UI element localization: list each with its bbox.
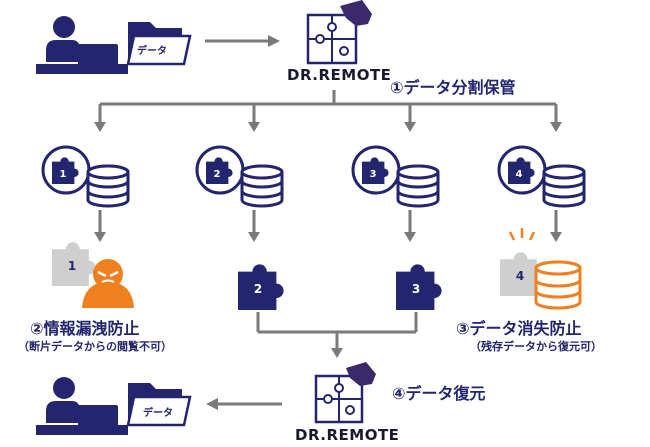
- fragment-number-4: 4: [516, 169, 523, 180]
- fragment-number-3b: 3: [412, 282, 420, 296]
- folder-icon-bottom: データ: [126, 383, 192, 427]
- storage-node-4: 4: [497, 145, 586, 208]
- storage-node-1: 1: [41, 145, 130, 208]
- brand-logo-text-bottom: DR.REMOTE: [295, 426, 400, 444]
- split-arrowheads: [94, 122, 562, 132]
- fragment-number-2: 2: [214, 169, 221, 180]
- folder-icon: データ: [126, 22, 192, 66]
- folder-label-bottom: データ: [143, 406, 173, 419]
- folder-label: データ: [137, 44, 167, 57]
- split-connector: [98, 90, 558, 124]
- gray-puzzle-piece-1: 1: [52, 242, 96, 286]
- orange-database-icon: [534, 260, 582, 310]
- fragment-number-1b: 1: [68, 259, 76, 273]
- puzzle-piece-2: 2: [238, 264, 284, 310]
- storage-node-3: 3: [351, 145, 440, 208]
- database-icon: [86, 164, 130, 208]
- thief-icon: [82, 259, 134, 308]
- user-at-computer-icon-bottom: [36, 377, 128, 435]
- fragment-number-2b: 2: [254, 282, 262, 296]
- gray-puzzle-piece-4: 4: [500, 252, 544, 296]
- step-restore-label: ④データ復元: [392, 384, 486, 403]
- user-at-computer-icon: [36, 16, 128, 74]
- fragment-number-3: 3: [370, 169, 377, 180]
- down-arrows: [98, 210, 558, 234]
- database-icon: [240, 164, 284, 208]
- step-loss-note: （残存データから復元可）: [470, 340, 602, 353]
- arrow-to-logo: [205, 35, 280, 47]
- puzzle-logo-icon-bottom: [314, 362, 376, 424]
- database-icon: [396, 164, 440, 208]
- step-leak-label: ②情報漏洩防止: [30, 319, 140, 338]
- alert-rays-icon: [508, 228, 536, 241]
- arrow-to-user: [206, 398, 282, 410]
- puzzle-logo-icon-top: [306, 0, 372, 65]
- fragment-number-1: 1: [60, 169, 67, 180]
- database-icon: [542, 164, 586, 208]
- fragment-number-4b: 4: [516, 269, 524, 283]
- step-loss-label: ③データ消失防止: [456, 319, 582, 338]
- merge-connector: [256, 312, 418, 350]
- storage-node-2: 2: [195, 145, 284, 208]
- step-split-label: ①データ分割保管: [390, 78, 516, 97]
- step-leak-note: （断片データからの閲覧不可）: [18, 340, 172, 353]
- brand-logo-text-top: DR.REMOTE: [287, 66, 392, 84]
- puzzle-piece-3: 3: [396, 264, 442, 310]
